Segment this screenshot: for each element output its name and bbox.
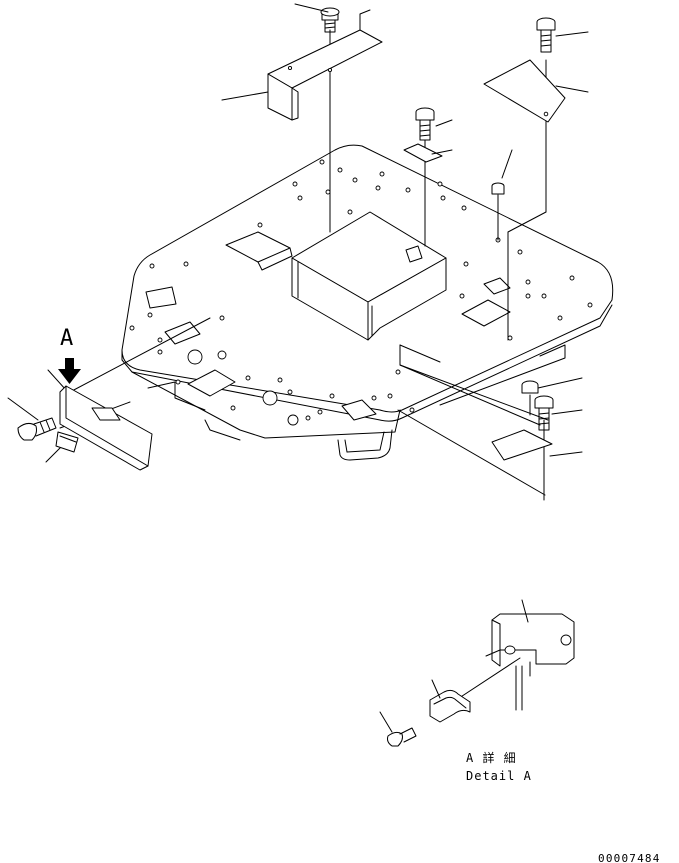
bolt-top-center: [320, 7, 340, 33]
bolt-middle: [415, 107, 435, 141]
callout-leaders: [7, 3, 589, 463]
bolt-left: [17, 417, 57, 441]
bracket-left: [59, 385, 153, 471]
shim-middle: [403, 143, 443, 163]
bolt-right-lower: [534, 395, 554, 431]
plate-top-right: [483, 59, 566, 123]
view-a-arrow: [58, 358, 81, 384]
bolt-top-right: [536, 17, 556, 53]
bracket-top: [267, 9, 383, 121]
shim-left: [55, 431, 79, 453]
drawing-number: 00007484: [598, 852, 661, 863]
detail-a-drawing: [379, 599, 575, 747]
view-marker-letter: A: [60, 326, 73, 351]
cap-right: [521, 380, 539, 394]
cap-plug: [491, 182, 505, 195]
center-box: [291, 211, 447, 341]
detail-label-jp: A 詳 細: [466, 750, 517, 765]
detail-label-en: Detail A: [466, 769, 532, 783]
plate-right-lower: [491, 429, 553, 461]
